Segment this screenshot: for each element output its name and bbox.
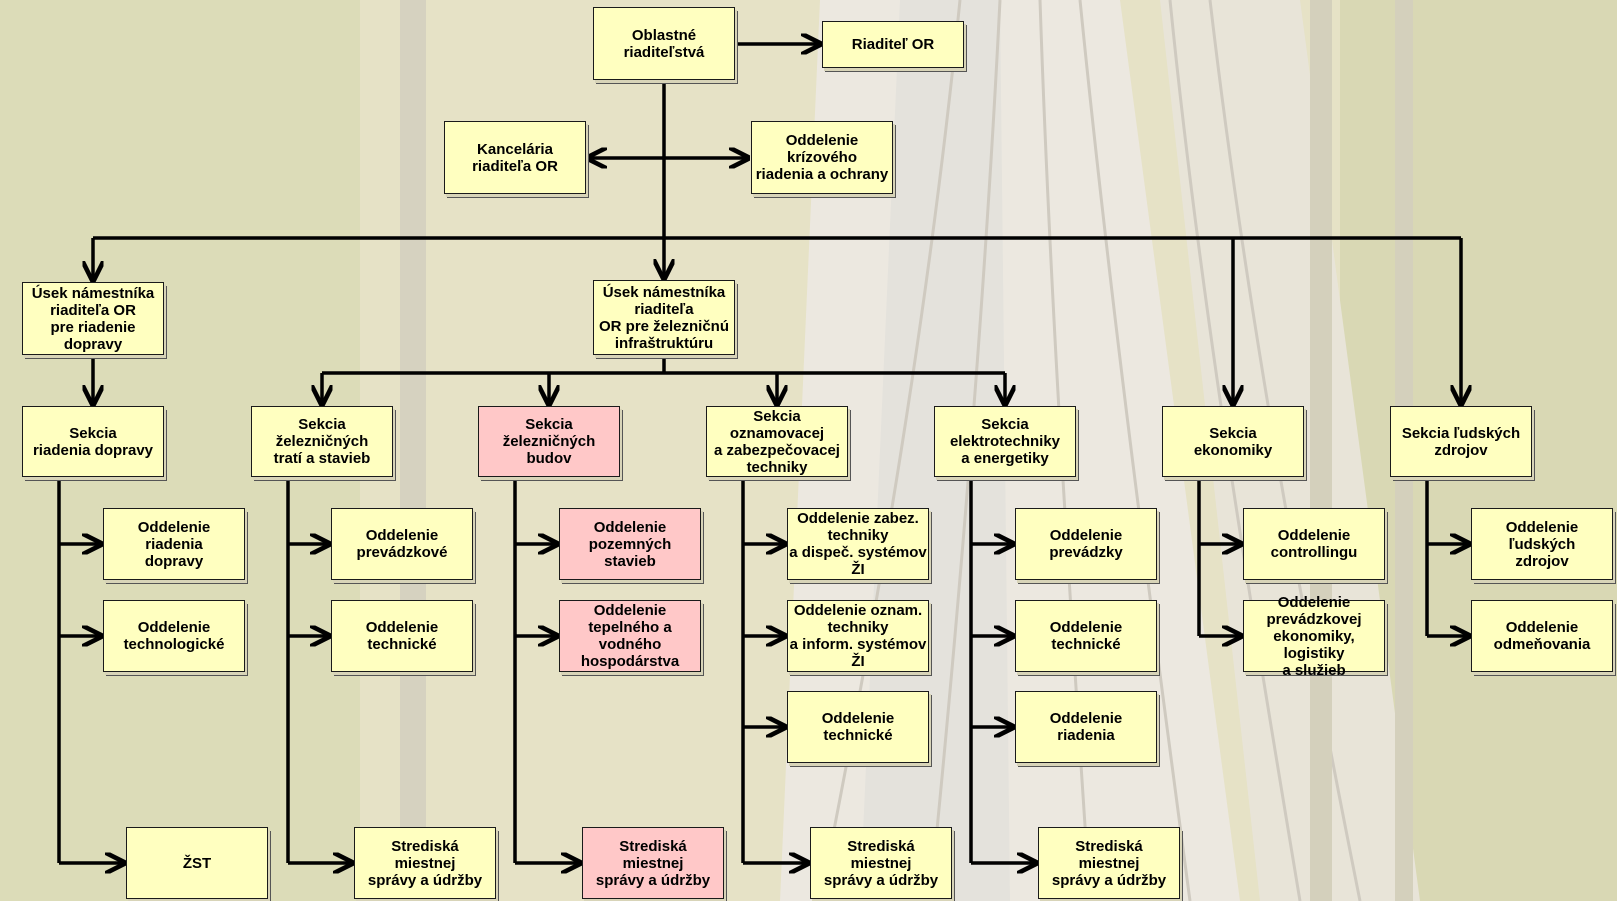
node-oblastne-riaditelstva: Oblastné riaditeľstvá (593, 7, 735, 80)
node-oddelenie-ludskych-zdrojov: Oddelenie ľudských zdrojov (1471, 508, 1613, 580)
node-usek-riadenie-dopravy: Úsek námestníka riaditeľa OR pre riadeni… (22, 282, 164, 355)
node-oddelenie-technicke-elektro: Oddelenie technické (1015, 600, 1157, 672)
node-oddelenie-prevadzkovej-ekonomiky: Oddelenie prevádzkovej ekonomiky, logist… (1243, 594, 1385, 679)
node-oddelenie-riadenia: Oddelenie riadenia (1015, 691, 1157, 763)
node-kancelaria-riaditela: Kancelária riaditeľa OR (444, 121, 586, 194)
node-sekcia-zeleznicnych-trati: Sekcia železničných tratí a stavieb (251, 406, 393, 477)
node-sekcia-ekonomiky: Sekcia ekonomiky (1162, 406, 1304, 477)
node-oddelenie-technicke-oznam: Oddelenie technické (787, 691, 929, 763)
node-strediska-budovy: Strediská miestnej správy a údržby (582, 827, 724, 899)
node-oddelenie-oznam-techniky: Oddelenie oznam. techniky a inform. syst… (787, 600, 929, 672)
node-riaditel-or: Riaditeľ OR (822, 21, 964, 68)
node-oddelenie-controllingu: Oddelenie controllingu (1243, 508, 1385, 580)
node-oddelenie-odmenovania: Oddelenie odmeňovania (1471, 600, 1613, 672)
node-sekcia-oznamovacej-techniky: Sekcia oznamovacej a zabezpečovacej tech… (706, 406, 848, 477)
node-sekcia-riadenia-dopravy: Sekcia riadenia dopravy (22, 406, 164, 477)
node-strediska-trate: Strediská miestnej správy a údržby (354, 827, 496, 899)
node-oddelenie-riadenia-dopravy: Oddelenie riadenia dopravy (103, 508, 245, 580)
node-oddelenie-pozemnych-stavieb: Oddelenie pozemných stavieb (559, 508, 701, 580)
node-sekcia-ludskych-zdrojov: Sekcia ľudských zdrojov (1390, 406, 1532, 477)
node-strediska-oznam: Strediská miestnej správy a údržby (810, 827, 952, 899)
node-zst: ŽST (126, 827, 268, 899)
node-sekcia-zeleznicnych-budov: Sekcia železničných budov (478, 406, 620, 477)
node-oddelenie-technicke-trate: Oddelenie technické (331, 600, 473, 672)
node-oddelenie-zabez-techniky: Oddelenie zabez. techniky a dispeč. syst… (787, 508, 929, 580)
node-oddelenie-technologicke: Oddelenie technologické (103, 600, 245, 672)
node-oddelenie-tepelneho-hospodarstva: Oddelenie tepelného a vodného hospodárst… (559, 600, 701, 672)
node-oddelenie-prevadzkove: Oddelenie prevádzkové (331, 508, 473, 580)
node-oddelenie-prevadzky: Oddelenie prevádzky (1015, 508, 1157, 580)
node-usek-zeleznicna-infrastruktura: Úsek námestníka riaditeľa OR pre železni… (593, 280, 735, 355)
node-sekcia-elektrotechniky: Sekcia elektrotechniky a energetiky (934, 406, 1076, 477)
node-oddelenie-krizoveho-riadenia: Oddelenie krízového riadenia a ochrany (751, 121, 893, 194)
node-strediska-elektro: Strediská miestnej správy a údržby (1038, 827, 1180, 899)
